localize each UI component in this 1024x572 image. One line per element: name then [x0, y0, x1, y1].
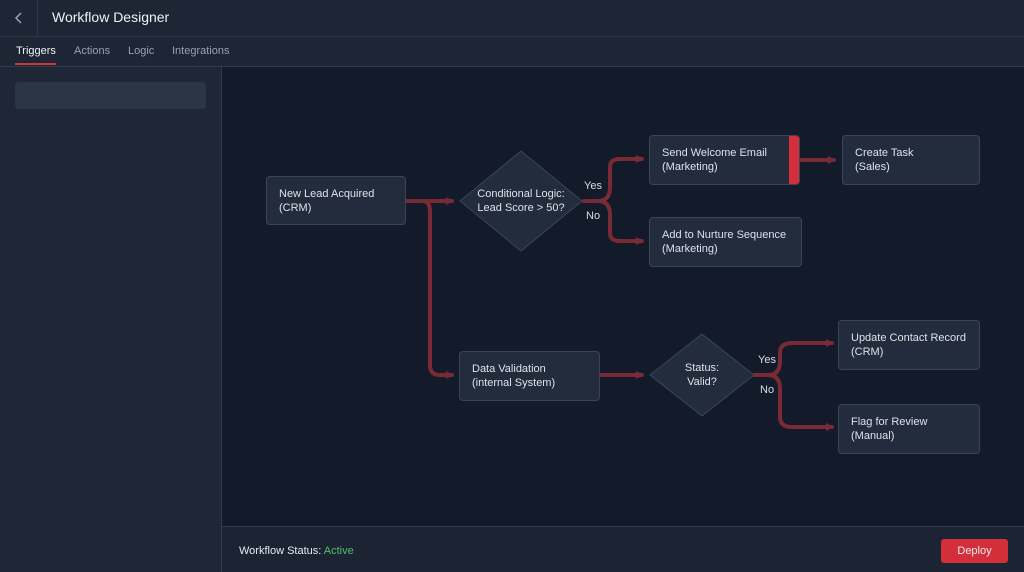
- branch-label-no: No: [760, 384, 775, 396]
- node-source: (Marketing): [662, 161, 718, 173]
- node-flag-for-review[interactable]: Flag for Review (Manual): [838, 404, 980, 454]
- node-title: New Lead Acquired: [279, 188, 375, 200]
- tab-bar: Triggers Actions Logic Integrations: [0, 37, 1024, 67]
- connector-lead-to-validation: [420, 199, 454, 379]
- connector-status-no: [766, 373, 834, 431]
- decision-lead-score[interactable]: Conditional Logic: Lead Score > 50?: [458, 149, 584, 253]
- node-source: (CRM): [279, 202, 312, 214]
- connector-lines: [404, 155, 836, 431]
- decision-line: Lead Score > 50?: [477, 202, 565, 214]
- tab-actions[interactable]: Actions: [74, 45, 111, 57]
- status-label-text: Workflow Status:: [239, 545, 324, 557]
- deploy-button[interactable]: Deploy: [941, 539, 1008, 563]
- title-bar: Workflow Designer: [0, 0, 1024, 37]
- status-badge: Active: [323, 545, 354, 557]
- connector-condition-no: [596, 199, 644, 245]
- diamond-shape: [649, 333, 755, 417]
- decision-text: Status: Valid?: [648, 332, 756, 418]
- node-title: Send Welcome Email: [662, 147, 767, 159]
- tab-logic[interactable]: Logic: [128, 45, 155, 57]
- workflow-canvas[interactable]: New Lead Acquired (CRM) Send Welcome Ema…: [222, 67, 1024, 526]
- sidebar-search-input[interactable]: [15, 82, 206, 109]
- branch-label-yes: Yes: [584, 180, 602, 192]
- node-source: (CRM): [851, 346, 884, 358]
- active-tab-indicator: [15, 63, 56, 65]
- node-source: (Sales): [855, 161, 890, 173]
- node-title: Data Validation: [472, 363, 546, 375]
- status-footer: Workflow Status: Active Deploy: [222, 526, 1024, 572]
- tab-triggers[interactable]: Triggers: [16, 45, 56, 57]
- decision-line: Status:: [684, 362, 720, 374]
- branch-label-no: No: [586, 210, 601, 222]
- tab-integrations[interactable]: Integrations: [172, 45, 230, 57]
- sidebar: [0, 67, 222, 572]
- chevron-left-icon: [14, 12, 22, 24]
- decision-text: Conditional Logic: Lead Score > 50?: [458, 149, 584, 253]
- node-new-lead-acquired[interactable]: New Lead Acquired (CRM): [266, 176, 406, 225]
- decision-status-valid[interactable]: Status: Valid?: [648, 332, 756, 418]
- node-source: (Marketing): [662, 243, 718, 255]
- node-create-task[interactable]: Create Task (Sales): [842, 135, 980, 185]
- branch-label-yes: Yes: [758, 354, 776, 366]
- node-title: Update Contact Record: [851, 332, 966, 344]
- decision-line: Valid?: [687, 376, 717, 388]
- node-title: Flag for Review: [851, 416, 928, 428]
- back-button[interactable]: [0, 0, 38, 37]
- node-title: Create Task: [855, 147, 914, 159]
- node-source: (internal System): [472, 377, 556, 389]
- node-update-contact-record[interactable]: Update Contact Record (CRM): [838, 320, 980, 370]
- workflow-status: Workflow Status: Active: [239, 545, 354, 557]
- node-send-welcome-email[interactable]: Send Welcome Email (Marketing): [649, 135, 800, 185]
- decision-line: Conditional Logic:: [477, 188, 565, 200]
- node-add-to-nurture-sequence[interactable]: Add to Nurture Sequence (Marketing): [649, 217, 802, 267]
- node-source: (Manual): [851, 430, 895, 442]
- selected-accent-bar: [789, 136, 799, 184]
- node-title: Add to Nurture Sequence: [662, 229, 787, 241]
- diamond-shape: [459, 150, 583, 252]
- node-data-validation[interactable]: Data Validation (internal System): [459, 351, 600, 401]
- page-title: Workflow Designer: [52, 9, 170, 25]
